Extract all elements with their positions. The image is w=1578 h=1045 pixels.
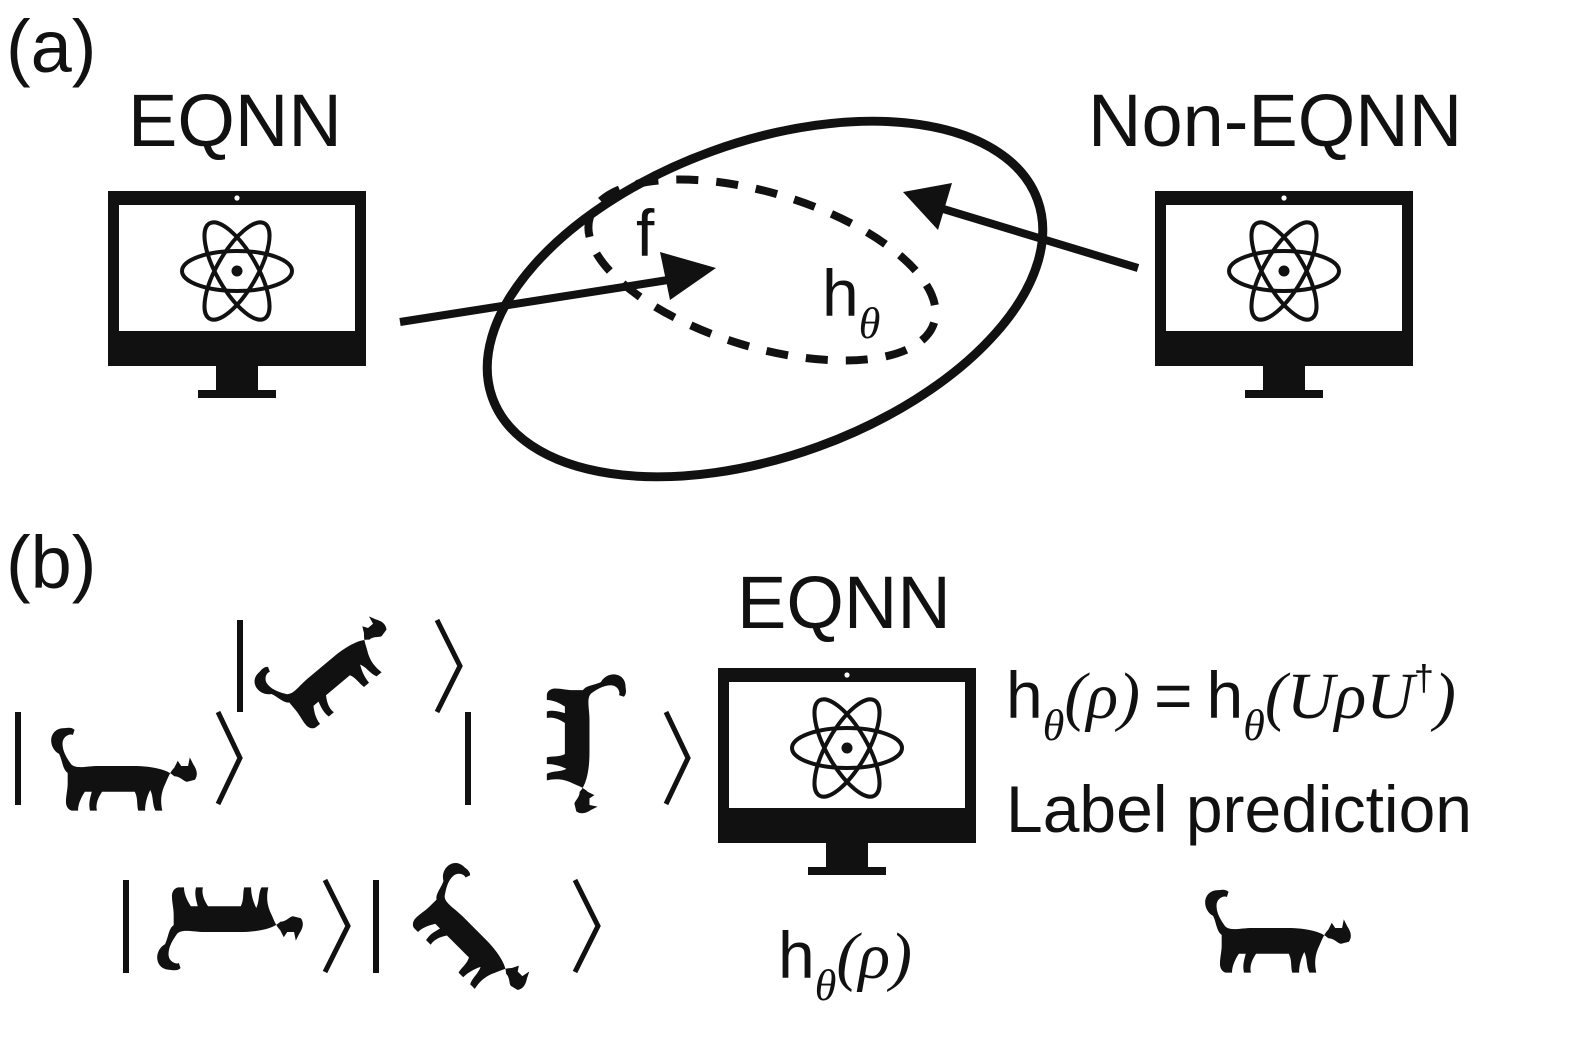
eqnn-computer-icon (106, 189, 368, 400)
network-output: hθ(ρ) (778, 918, 912, 1010)
ket-state-1 (15, 710, 243, 811)
label-prediction-text: Label prediction (1006, 772, 1472, 846)
eqnn-arrow-line (399, 276, 669, 326)
cat-silhouette-icon (399, 857, 555, 1013)
non-eqnn-computer-icon (1153, 189, 1415, 400)
eqnn-network-computer-icon (716, 666, 978, 877)
invariance-equation: hθ(ρ)=hθ(UρU†) (1006, 657, 1456, 750)
eqnn-network-title: EQNN (737, 561, 951, 644)
ket-state-2 (237, 590, 463, 741)
non-eqnn-arrow-head (903, 183, 952, 230)
eqnn-title: EQNN (128, 79, 342, 162)
ket-state-5 (373, 857, 601, 1013)
cat-silhouette-icon (157, 887, 303, 971)
non-eqnn-arrow-line (938, 204, 1140, 272)
cat-silhouette-icon (546, 674, 626, 814)
hypothesis-space-ellipse (482, 116, 1048, 482)
cat-silhouette-icon (51, 727, 197, 811)
ket-state-4 (123, 878, 351, 974)
cat-silhouette-icon (249, 590, 407, 741)
panel-a: (a) EQNN Non-EQNN f hθ (6, 5, 1462, 482)
panel-a-label: (a) (6, 5, 96, 88)
predicted-cat-icon (1205, 889, 1351, 973)
panel-b-label: (b) (6, 521, 96, 604)
symmetric-subspace-ellipse (584, 175, 940, 365)
hypothesis-label: hθ (822, 256, 880, 348)
target-function-label: f (636, 196, 655, 270)
eqnn-arrow-head (660, 252, 716, 300)
ket-state-3 (465, 674, 691, 814)
panel-b: (b) EQNN (6, 521, 1472, 1013)
non-eqnn-title: Non-EQNN (1088, 79, 1462, 162)
